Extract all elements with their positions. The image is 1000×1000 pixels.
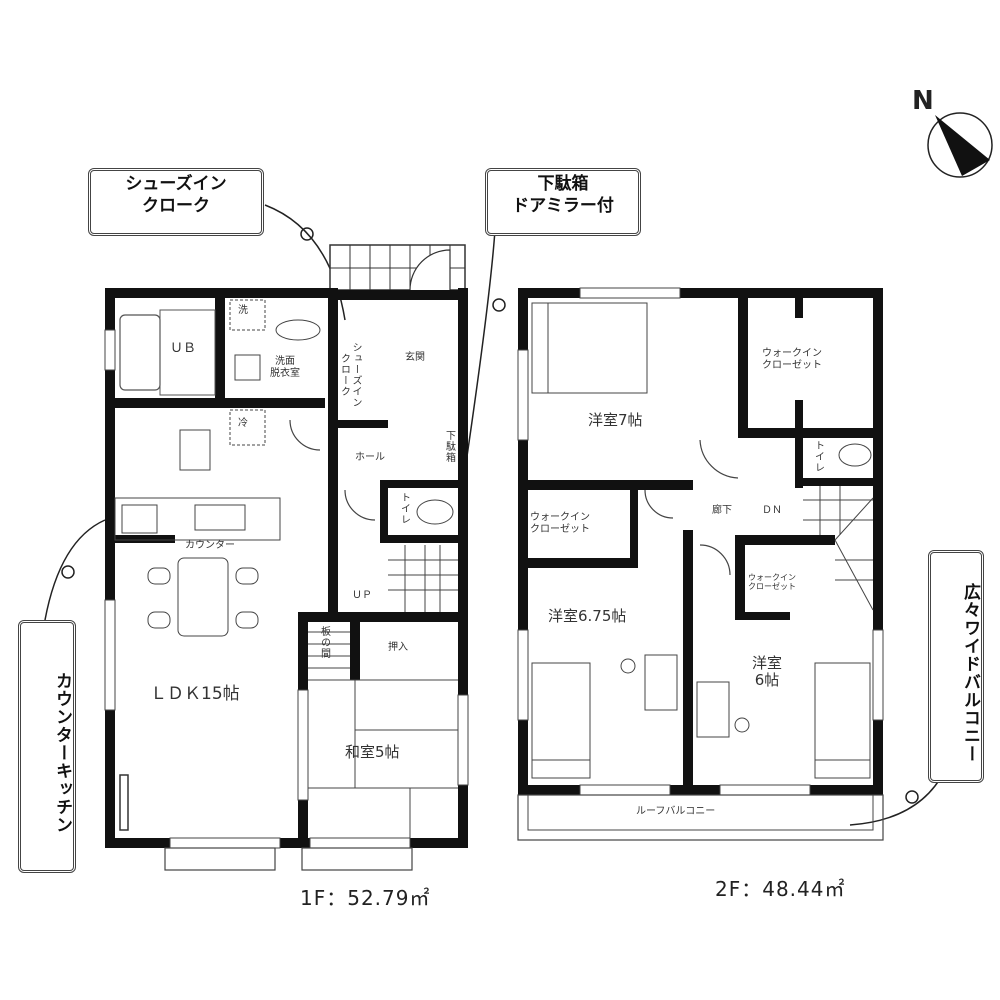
leader-kitchen bbox=[44, 519, 106, 621]
north-label: N bbox=[912, 86, 934, 116]
fridge-mark: 冷 bbox=[238, 418, 248, 429]
room-wic-1: ウォークイン クローゼット bbox=[762, 348, 822, 371]
callout-counter-kitchen: カウンターキッチン bbox=[18, 620, 76, 873]
roof-balcony-label: ルーフバルコニー bbox=[636, 806, 716, 817]
leader-shoe-box bbox=[464, 229, 496, 471]
shoe-box-label: 下駄箱 bbox=[443, 430, 455, 463]
room-wooden-floor: 板の間 bbox=[318, 626, 330, 659]
room-wic-2: ウォークイン クローゼット bbox=[530, 512, 590, 535]
counter-label: カウンター bbox=[185, 540, 235, 551]
room-bedroom-7: 洋室7帖 bbox=[588, 411, 643, 429]
room-bedroom-675: 洋室6.75帖 bbox=[548, 607, 627, 625]
room-ub: ＵＢ bbox=[170, 341, 197, 356]
room-toilet-1f: トイレ bbox=[398, 492, 410, 525]
callout-shoe-box: 下駄箱 ドアミラー付 bbox=[485, 168, 641, 236]
north-compass-icon bbox=[927, 112, 993, 178]
floor1-area: 1F：52.79㎡ bbox=[300, 886, 431, 910]
room-shoe-cloak: シューズイン クローク bbox=[338, 342, 362, 408]
stairs-up-label: ＵＰ bbox=[352, 590, 372, 601]
room-bedroom-6: 洋室 6帖 bbox=[752, 654, 783, 690]
floor2-walls bbox=[517, 287, 884, 841]
floor2-area: 2F：48.44㎡ bbox=[715, 877, 846, 901]
room-ldk: ＬＤＫ15帖 bbox=[150, 684, 240, 704]
callout-wide-balcony: 広々ワイドバルコニー bbox=[928, 550, 984, 783]
room-closet: 押入 bbox=[388, 642, 408, 653]
washer-mark: 洗 bbox=[238, 305, 248, 316]
room-wic-3: ウォークイン クローゼット bbox=[748, 573, 796, 592]
leader-shoe-cloak bbox=[264, 204, 346, 321]
callout-shoe-in-cloak: シューズイン クローク bbox=[88, 168, 264, 236]
room-washitsu: 和室5帖 bbox=[345, 743, 400, 761]
floor1-walls bbox=[104, 244, 469, 871]
stairs-dn-label: ＤＮ bbox=[762, 505, 782, 516]
hallway-label: 廊下 bbox=[712, 505, 732, 516]
room-toilet-2f: トイレ bbox=[812, 440, 824, 473]
room-washroom: 洗面 脱衣室 bbox=[270, 356, 300, 379]
room-hall: ホール bbox=[355, 452, 385, 463]
room-entrance: 玄関 bbox=[405, 352, 425, 363]
